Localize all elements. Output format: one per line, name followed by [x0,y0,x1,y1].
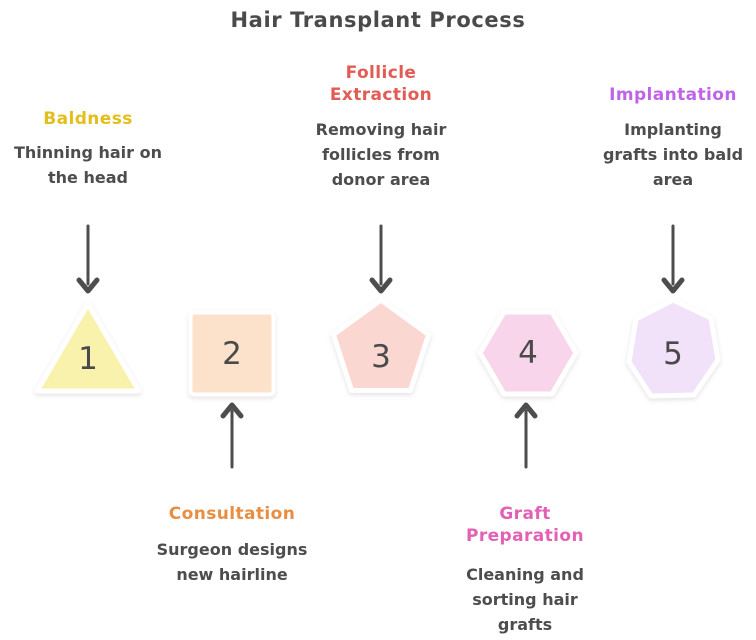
step-4-number: 4 [518,335,538,371]
step-4-description: Cleaning and sorting hair grafts [466,565,584,634]
step-3-shape-pentagon: 3 [330,295,432,397]
step-4-label: Graft Preparation [465,504,584,546]
step-1-label: Baldness [43,109,133,129]
step-1-description: Thinning hair on the head [14,143,162,187]
arrow-up-icon [220,402,244,469]
step-5-label: Implantation [609,85,737,105]
arrow-down-icon [76,224,100,294]
step-2-description: Surgeon designs new hairline [156,540,308,584]
step-2-number: 2 [222,335,242,372]
step-3-number: 3 [371,339,391,375]
step-3-description: Removing hair follicles from donor area [315,120,447,189]
step-1-shape-triangle: 1 [32,299,144,398]
arrow-up-icon [514,402,538,469]
arrow-down-icon [661,224,685,294]
step-5-shape-heptagon: 5 [626,294,721,402]
step-4-shape-hexagon: 4 [475,307,581,399]
step-3-label: Follicle Extraction [329,63,433,105]
step-5-number: 5 [663,336,683,372]
step-5-description: Implanting grafts into bald area [602,120,744,189]
step-2-shape-square: 2 [187,309,277,398]
diagram-title: Hair Transplant Process [230,8,526,32]
arrow-down-icon [369,224,393,294]
step-2-label: Consultation [168,504,296,524]
step-1-number: 1 [78,340,98,377]
